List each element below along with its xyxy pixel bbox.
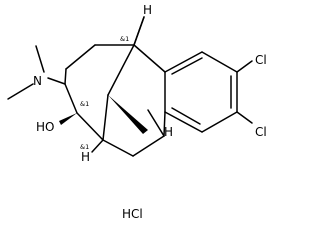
ring-bond-2 — [201, 51, 238, 73]
ring-double-3 — [171, 107, 201, 125]
bond-choh-ch — [76, 112, 104, 141]
atom-h-bottom: H — [81, 150, 90, 164]
bond-cl-bottom — [236, 111, 253, 124]
atom-h-top: H — [143, 3, 152, 17]
ring-double-1 — [171, 57, 203, 75]
wedge-bond-ho — [59, 113, 77, 125]
atom-n: N — [33, 74, 42, 88]
atom-labels: H N Cl Cl HO H H — [33, 3, 267, 164]
bond-h-bottom — [91, 139, 104, 153]
bond-cl-top — [236, 60, 253, 73]
ring-bond-4 — [201, 111, 238, 133]
bond-central-1 — [107, 44, 135, 96]
stereo-label-top: &1 — [120, 35, 129, 43]
bond-h-top — [133, 16, 145, 46]
ring-bond-5 — [164, 111, 203, 133]
bond-bridge-1 — [64, 68, 67, 85]
bond-c-choh — [64, 83, 78, 114]
bond-central-2 — [102, 94, 109, 141]
bond-n-carbon — [47, 77, 66, 85]
stereo-label-bottom: &1 — [80, 143, 89, 151]
bond-n-methyl-top — [35, 45, 45, 73]
bond-n-methyl-bottom — [7, 83, 34, 100]
bond-lower-bridge-3 — [147, 109, 165, 137]
bond-bridge-2 — [65, 44, 96, 70]
bond-lower-bridge-2 — [132, 135, 165, 157]
salt-label: HCl — [122, 207, 143, 221]
bonds — [7, 16, 253, 157]
stereo-labels: &1 &1 &1 — [80, 35, 129, 151]
atom-cl-bottom: Cl — [255, 125, 267, 139]
stereo-label-middle: &1 — [80, 100, 89, 108]
molecule-diagram: H N Cl Cl HO H H &1 &1 &1 HCl — [7, 3, 267, 221]
bond-bridgehead-ring — [133, 44, 166, 73]
atom-ho: HO — [36, 120, 54, 134]
ring-bond-1 — [164, 51, 203, 73]
atom-cl-top: Cl — [255, 53, 267, 67]
bond-lower-bridge-1 — [102, 139, 134, 157]
atom-h-right: H — [164, 125, 173, 139]
structure-canvas: H N Cl Cl HO H H &1 &1 &1 HCl — [7, 3, 267, 221]
bond-ring-lower — [163, 111, 166, 137]
wedge-bond-bridge — [108, 95, 148, 134]
